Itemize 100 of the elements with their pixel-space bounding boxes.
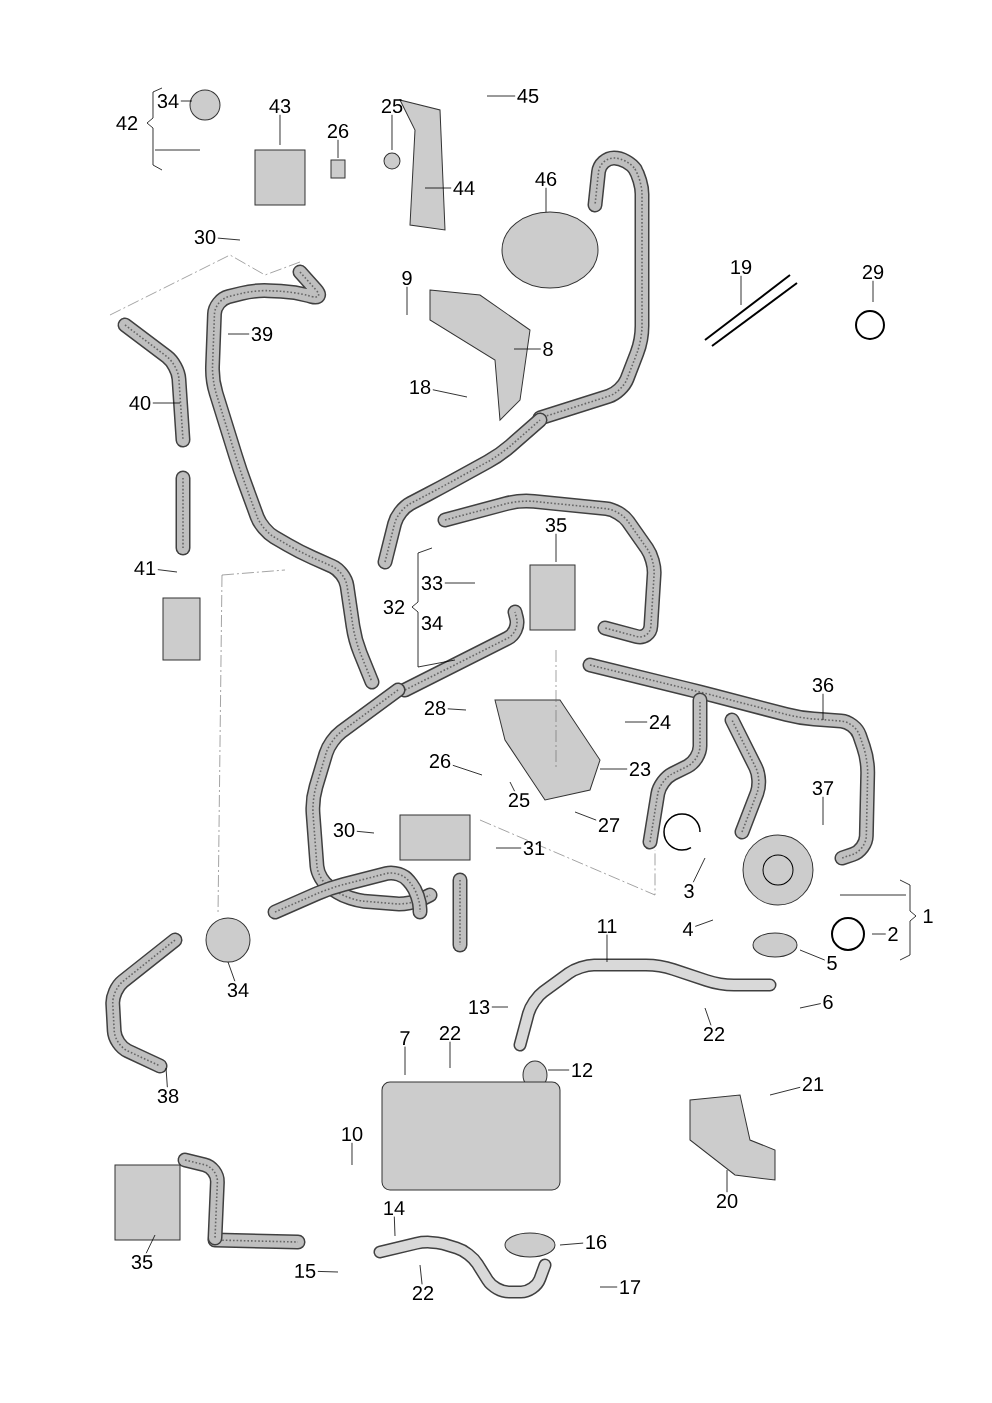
leader-line xyxy=(419,1264,423,1285)
callout-number: 7 xyxy=(400,1031,410,1045)
leader-line xyxy=(871,933,887,935)
leader-line xyxy=(317,1271,339,1273)
callout-number: 10 xyxy=(342,1126,363,1142)
callout-number: 19 xyxy=(731,259,752,275)
callout-number: 28 xyxy=(424,700,446,716)
leader-line xyxy=(624,721,648,723)
callout-number: 22 xyxy=(412,1286,434,1300)
leader-line xyxy=(145,1234,156,1254)
leader-line xyxy=(337,139,339,159)
callout-number: 29 xyxy=(862,264,884,280)
callout-number: 30 xyxy=(333,822,355,838)
callout-number: 6 xyxy=(823,994,833,1010)
callout-number: 34 xyxy=(157,93,179,109)
callout-number: 32 xyxy=(383,599,405,615)
leader-line xyxy=(599,1286,618,1288)
callout-number: 27 xyxy=(598,818,620,832)
callout-number: 26 xyxy=(327,123,349,139)
leader-line xyxy=(509,781,515,792)
callout-number: 11 xyxy=(598,919,617,933)
leader-line xyxy=(704,1007,712,1026)
leader-line xyxy=(799,1003,822,1009)
leader-line xyxy=(872,280,874,303)
callout-number: 25 xyxy=(508,792,530,808)
callout-number: 46 xyxy=(535,171,557,187)
leader-line xyxy=(599,768,628,770)
leader-line xyxy=(356,830,375,834)
leader-line xyxy=(545,187,547,213)
leader-line xyxy=(486,95,516,97)
callout-number: 34 xyxy=(421,615,443,631)
callout-number: 18 xyxy=(410,379,431,395)
callout-number: 12 xyxy=(572,1063,593,1077)
callout-number: 9 xyxy=(402,270,412,286)
callout-number: 44 xyxy=(453,181,475,195)
leader-line xyxy=(447,708,467,711)
callout-number: 15 xyxy=(295,1264,316,1278)
leader-line xyxy=(452,764,483,776)
leader-line xyxy=(424,187,452,189)
leader-line xyxy=(165,1067,168,1088)
leader-line xyxy=(449,1041,451,1069)
callout-number: 2 xyxy=(888,927,898,941)
callout-number: 4 xyxy=(682,922,693,936)
leader-line xyxy=(606,934,608,963)
callout-number: 5 xyxy=(827,956,837,970)
callout-number: 22 xyxy=(439,1026,461,1040)
leader-line xyxy=(217,237,241,241)
leader-line xyxy=(406,286,408,316)
leader-line xyxy=(495,847,522,849)
leader-line xyxy=(822,796,824,826)
callout-number: 39 xyxy=(251,326,273,342)
callout-number: 16 xyxy=(586,1234,607,1250)
callout-number: 26 xyxy=(429,753,451,769)
leader-line xyxy=(799,949,826,961)
leader-line xyxy=(351,1142,353,1166)
leader-line xyxy=(513,348,542,350)
callout-number: 33 xyxy=(421,575,443,591)
callout-number: 14 xyxy=(384,1201,405,1215)
leader-line xyxy=(726,1169,728,1193)
callout-number: 42 xyxy=(116,116,138,130)
callout-number: 3 xyxy=(684,883,694,899)
callout-number: 40 xyxy=(129,395,151,411)
callout-number: 8 xyxy=(543,341,553,357)
callout-number: 21 xyxy=(802,1077,824,1091)
callout-number: 25 xyxy=(381,98,403,114)
callout-number: 35 xyxy=(131,1254,153,1270)
leader-line xyxy=(152,402,181,404)
leader-line xyxy=(555,533,557,563)
callout-number: 45 xyxy=(517,89,539,103)
leader-line xyxy=(740,275,742,306)
leader-line xyxy=(180,100,193,102)
callout-number: 31 xyxy=(523,840,545,856)
leader-line xyxy=(547,1069,570,1071)
callout-number: 38 xyxy=(157,1088,179,1104)
callout-number: 13 xyxy=(469,999,490,1015)
leader-line xyxy=(559,1242,584,1246)
callout-number: 37 xyxy=(812,780,834,796)
callout-number: 23 xyxy=(629,761,651,777)
leader-line xyxy=(404,1046,406,1076)
leader-line xyxy=(491,1006,509,1008)
callout-number: 1 xyxy=(923,909,933,923)
leader-line xyxy=(393,1216,396,1237)
leader-line xyxy=(822,693,824,721)
callout-number: 41 xyxy=(134,561,156,575)
leader-line xyxy=(574,811,597,821)
callout-number: 34 xyxy=(227,982,249,998)
callout-number: 17 xyxy=(620,1280,641,1294)
leader-line xyxy=(769,1086,801,1096)
leader-line xyxy=(692,857,706,883)
leader-line xyxy=(157,569,178,573)
callout-number: 36 xyxy=(812,677,834,693)
leader-line xyxy=(432,389,468,398)
callout-number: 24 xyxy=(649,715,671,729)
callout-number: 43 xyxy=(269,98,291,114)
callout-number: 35 xyxy=(545,517,567,533)
leader-line xyxy=(391,114,393,151)
leader-line xyxy=(227,333,250,335)
callout-number: 22 xyxy=(703,1027,725,1041)
leader-line xyxy=(444,582,476,584)
leader-line xyxy=(694,919,714,927)
